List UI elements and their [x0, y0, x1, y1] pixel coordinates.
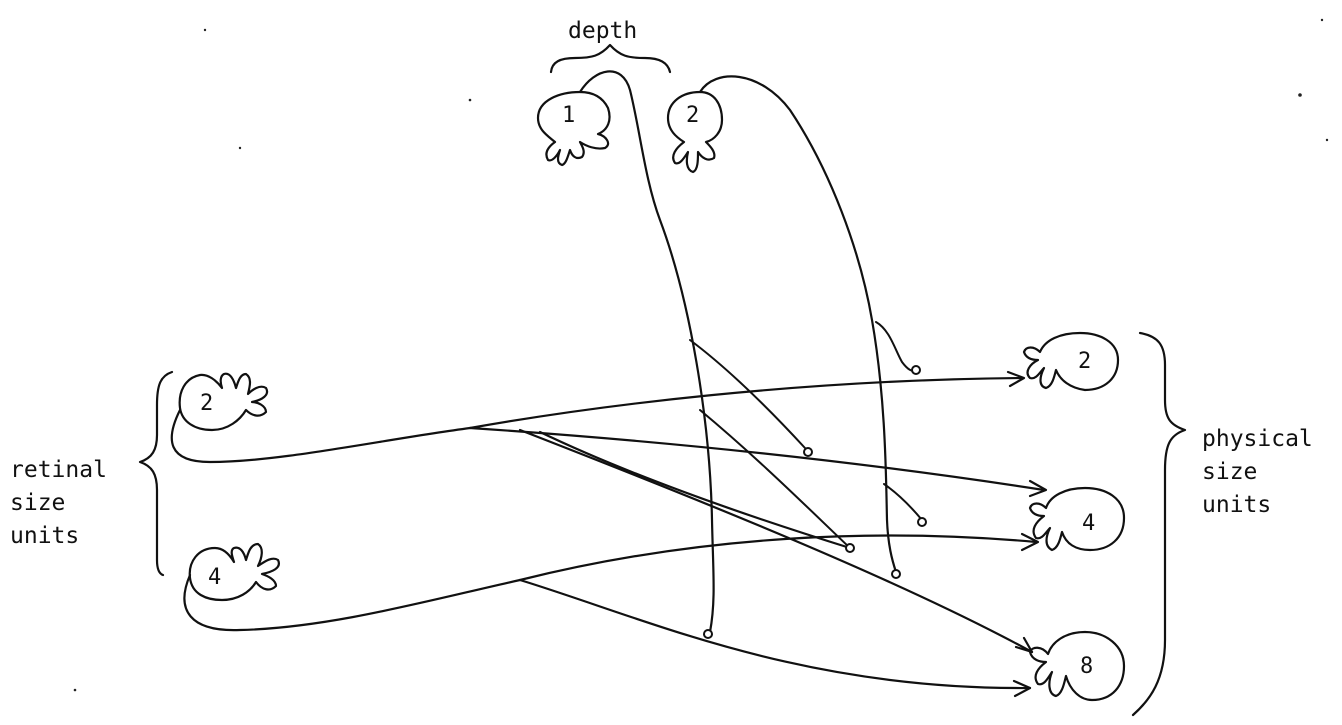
physical-neuron-4-label: 4	[1082, 511, 1095, 536]
depth-neuron-1-label: 1	[562, 103, 575, 128]
physical-neuron-8: 8	[1030, 632, 1124, 700]
depth-neuron-2-label: 2	[686, 103, 699, 128]
synapse	[918, 518, 926, 526]
retinal-brace	[140, 372, 172, 575]
synapse	[704, 630, 712, 638]
physical-label-line3: units	[1202, 492, 1271, 518]
retinal-label-line1: retinal	[10, 457, 107, 483]
physical-neuron-2-label: 2	[1078, 349, 1091, 374]
retinal-label-line2: size	[10, 490, 65, 516]
synapse	[912, 366, 920, 374]
physical-label-line1: physical	[1202, 426, 1313, 452]
synapse	[846, 544, 854, 552]
synapses	[704, 366, 926, 638]
depth-neuron-2: 2	[668, 92, 722, 172]
physical-label-line2: size	[1202, 459, 1257, 485]
depth-brace	[551, 45, 670, 72]
paper-specks	[74, 19, 1329, 692]
synapse	[804, 448, 812, 456]
retinal-neuron-2-label: 2	[200, 391, 213, 416]
physical-neuron-8-label: 8	[1080, 654, 1093, 679]
synapse	[892, 570, 900, 578]
retinal-neuron-4: 4	[190, 544, 279, 600]
depth-label: depth	[568, 18, 637, 44]
depth-2-axon	[700, 76, 922, 572]
retinal-neuron-2: 2	[180, 374, 267, 430]
depth-neuron-1: 1	[538, 92, 610, 165]
physical-brace	[1133, 333, 1185, 715]
physical-neuron-4: 4	[1030, 488, 1124, 550]
retinal-neuron-4-label: 4	[208, 565, 221, 590]
physical-neuron-2: 2	[1024, 333, 1118, 390]
retinal-4-axon	[184, 534, 1038, 696]
retinal-label-line3: units	[10, 523, 79, 549]
